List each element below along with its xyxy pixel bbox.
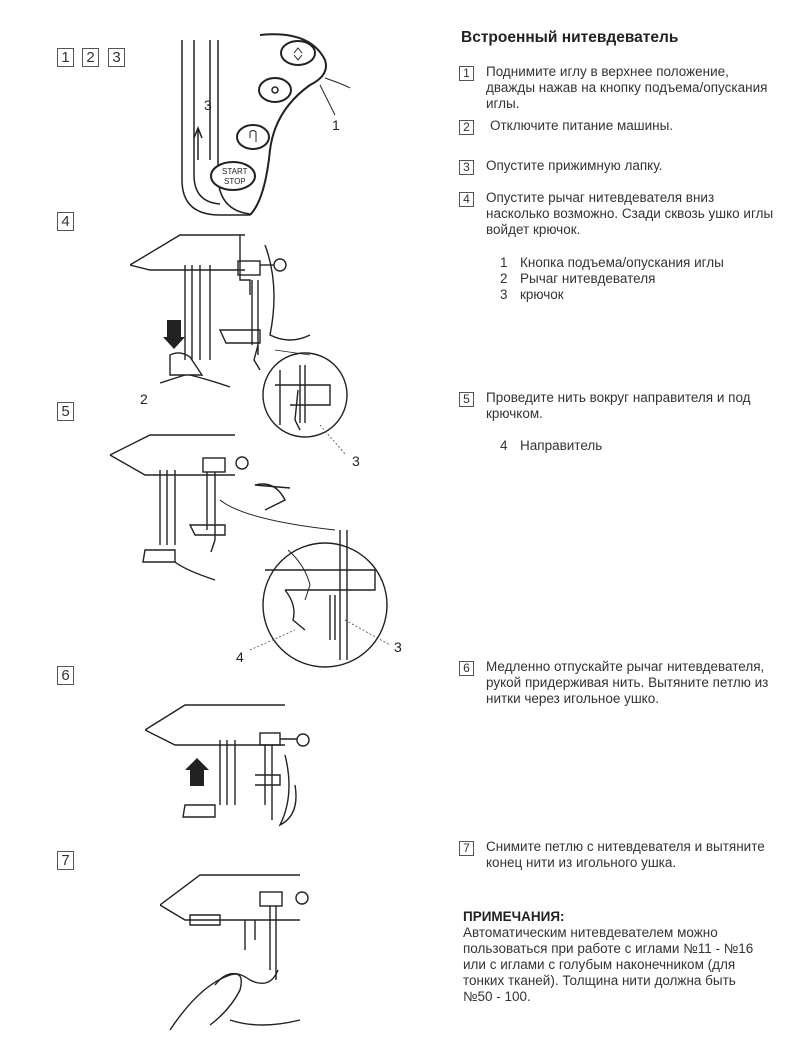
step-5-text: Проведите нить вокруг направителя и под … bbox=[486, 390, 766, 422]
step-5-number: 5 bbox=[459, 392, 474, 407]
legend-item-text: Рычаг нитевдевателя bbox=[520, 271, 655, 286]
step-4-number: 4 bbox=[459, 192, 474, 207]
step-7-text: Снимите петлю с нитевдевателя и вытяните… bbox=[486, 839, 776, 871]
step-3-text: Опустите прижимную лапку. bbox=[486, 158, 776, 174]
step-3-number: 3 bbox=[459, 160, 474, 175]
legend-item-text: Направитель bbox=[520, 438, 602, 453]
callout-4: 4 bbox=[236, 649, 244, 665]
step-4-text: Опустите рычаг нитевдевателя вниз наскол… bbox=[486, 190, 776, 238]
legend-item-number: 1 bbox=[500, 255, 520, 271]
step-2-text: Отключите питание машины. bbox=[490, 118, 780, 134]
step-1-number: 1 bbox=[459, 66, 474, 81]
step-6-number: 6 bbox=[459, 661, 474, 676]
legend-item-text: крючок bbox=[520, 287, 564, 302]
legend-item-number: 4 bbox=[500, 438, 520, 454]
step-7-number: 7 bbox=[459, 841, 474, 856]
step-1-text: Поднимите иглу в верхнее положение, дваж… bbox=[486, 64, 776, 112]
step7-illustration bbox=[160, 870, 340, 1040]
step-2-number: 2 bbox=[459, 120, 474, 135]
callout-3b: 3 bbox=[394, 639, 402, 655]
legend-item-text: Кнопка подъема/опускания иглы bbox=[520, 255, 724, 270]
step-6-text: Медленно отпускайте рычаг нитевдевателя,… bbox=[486, 659, 776, 707]
notes-title: ПРИМЕЧАНИЯ: bbox=[463, 909, 565, 924]
step6-illustration bbox=[145, 695, 345, 845]
page-title: Встроенный нитевдеватель bbox=[461, 29, 678, 47]
notes-body: Автоматическим нитевдевателем можно поль… bbox=[463, 925, 763, 1005]
legend-item-number: 2 bbox=[500, 271, 520, 287]
legend-item-number: 3 bbox=[500, 287, 520, 303]
